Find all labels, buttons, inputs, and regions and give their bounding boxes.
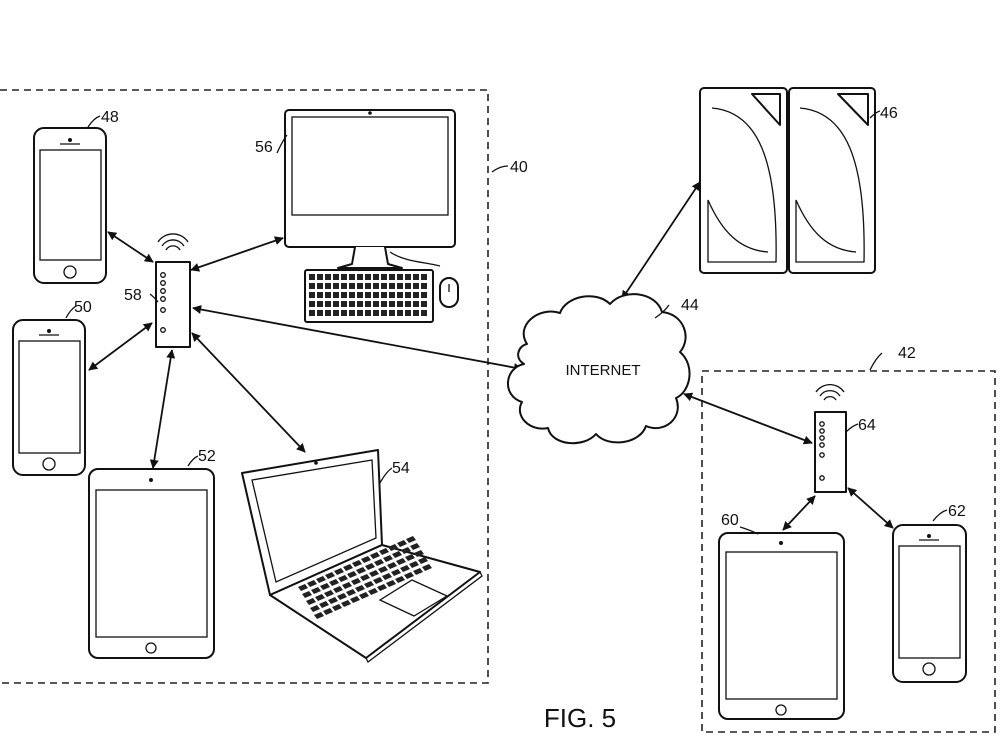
home-network-boundary bbox=[0, 89, 489, 684]
desktop-computer-56-icon bbox=[284, 109, 459, 323]
ref-42: 42 bbox=[898, 345, 916, 362]
link-router-laptop bbox=[191, 332, 306, 453]
laptop-keyboard-keys bbox=[298, 536, 432, 619]
ref-56: 56 bbox=[255, 139, 273, 156]
ref-44: 44 bbox=[681, 297, 699, 314]
ref-64: 64 bbox=[858, 417, 876, 434]
connections bbox=[88, 181, 894, 531]
smartphone-62-icon bbox=[892, 524, 967, 683]
link-router-remote-phone bbox=[847, 487, 894, 529]
figure-caption: FIG. 5 bbox=[544, 703, 616, 733]
remote-network-boundary bbox=[701, 370, 996, 733]
desktop-keyboard-keys bbox=[309, 274, 427, 316]
ref-54: 54 bbox=[392, 460, 410, 477]
link-internet-router-remote bbox=[683, 392, 813, 445]
link-internet-servers bbox=[621, 181, 701, 300]
smartphone-48-icon bbox=[33, 127, 107, 284]
smartphone-50-icon bbox=[12, 319, 86, 476]
tablet-52-icon bbox=[88, 468, 215, 659]
ref-50: 50 bbox=[74, 299, 92, 316]
link-router-internet bbox=[192, 305, 523, 372]
link-router-tablet bbox=[149, 349, 176, 469]
link-router-phone-mid bbox=[88, 322, 153, 371]
internet-cloud-icon: INTERNET bbox=[507, 293, 691, 445]
router-58-icon bbox=[155, 233, 191, 348]
router-64-icon bbox=[814, 383, 847, 493]
laptop-54-icon bbox=[241, 449, 483, 663]
ref-60: 60 bbox=[721, 512, 739, 529]
link-router-desktop bbox=[190, 236, 284, 272]
ref-62: 62 bbox=[948, 503, 966, 520]
ref-46: 46 bbox=[880, 105, 898, 122]
ref-58: 58 bbox=[124, 287, 142, 304]
tablet-60-icon bbox=[718, 532, 845, 720]
ref-48: 48 bbox=[101, 109, 119, 126]
ref-52: 52 bbox=[198, 448, 216, 465]
internet-label: INTERNET bbox=[566, 362, 641, 379]
ref-40: 40 bbox=[510, 159, 528, 176]
link-router-remote-tablet bbox=[782, 495, 816, 531]
link-router-phone-top bbox=[107, 231, 154, 263]
server-rack-46-icon bbox=[699, 87, 876, 274]
leader-lines bbox=[65, 110, 948, 535]
